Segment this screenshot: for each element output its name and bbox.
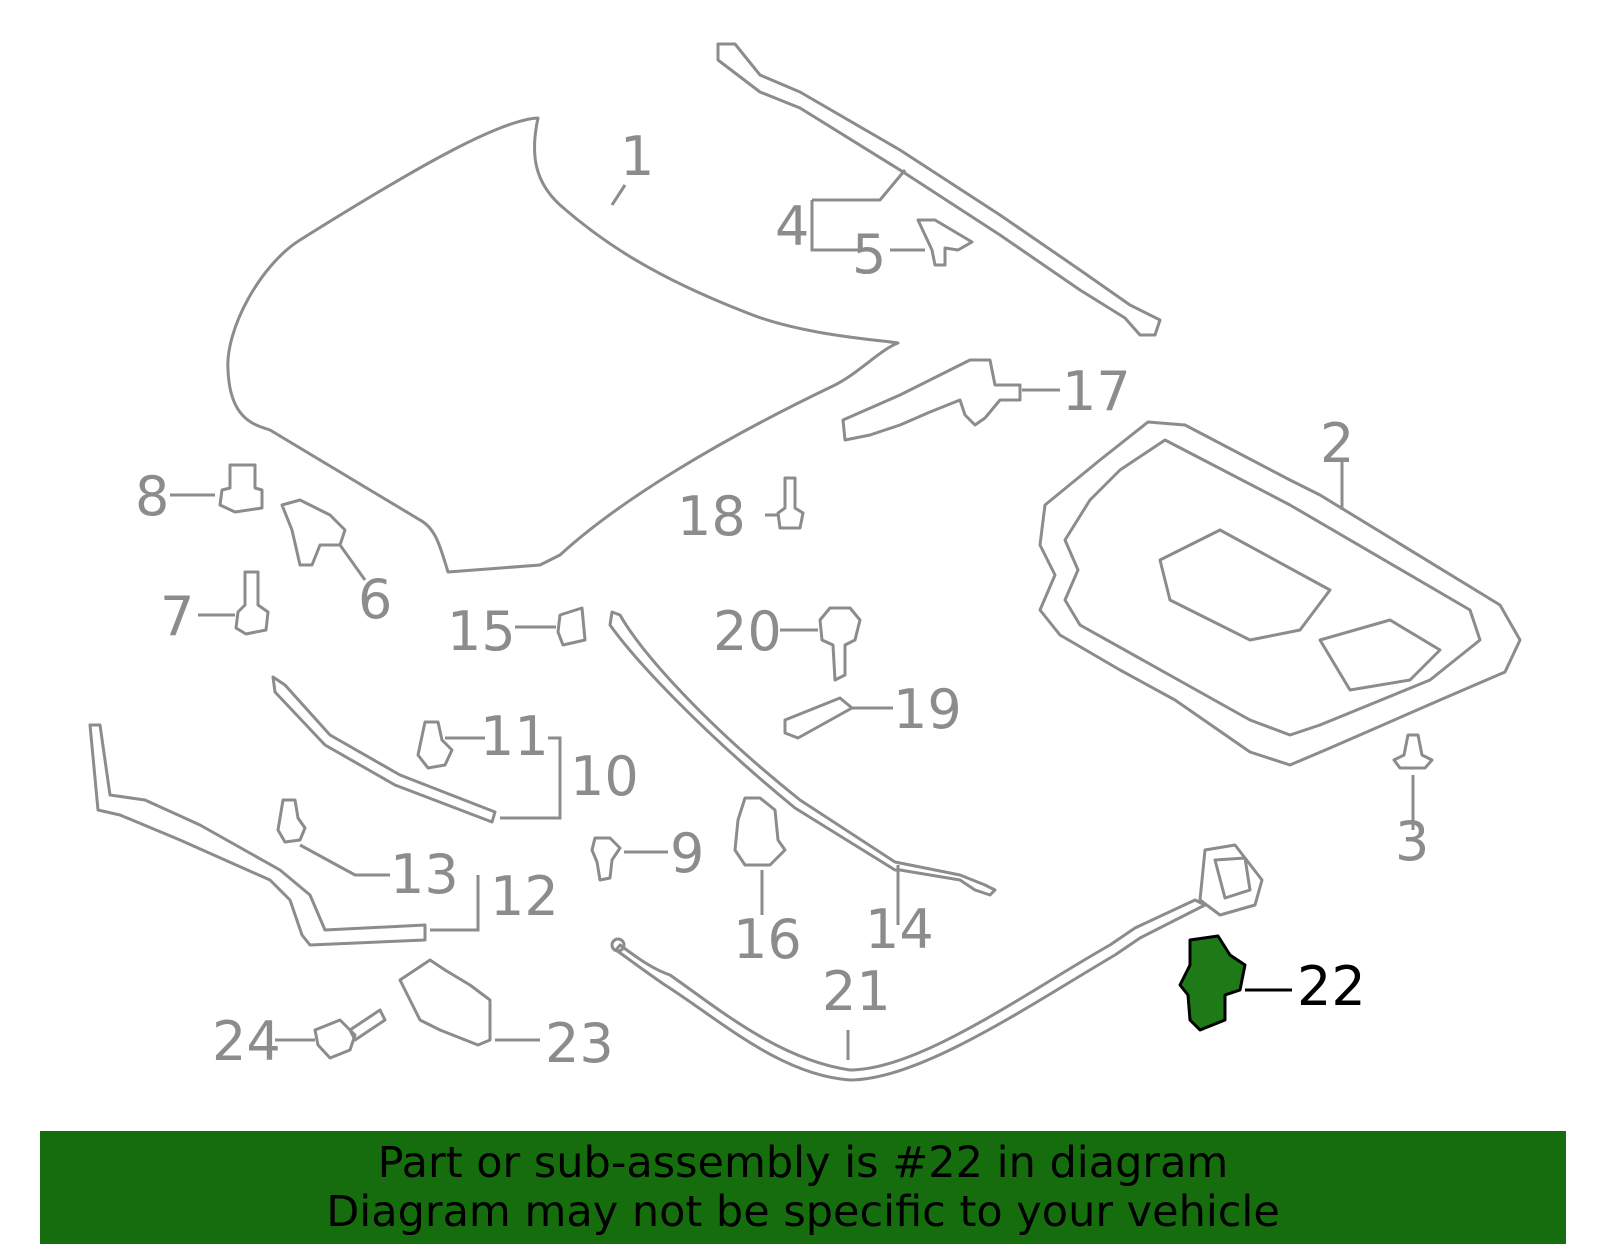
part-16-clip[interactable] [733, 796, 787, 867]
callout-15[interactable]: 15 [447, 600, 516, 663]
part-19-plate[interactable] [783, 696, 854, 740]
banner-line-disclaimer: Diagram may not be specific to your vehi… [326, 1186, 1280, 1237]
callout-13[interactable]: 13 [390, 843, 459, 906]
part-4-seal[interactable] [716, 42, 1162, 337]
callout-2[interactable]: 2 [1320, 412, 1354, 475]
part-7-bolt[interactable] [234, 570, 270, 636]
parts-diagram: 1 2 3 4 5 6 7 8 9 10 11 12 13 14 15 16 1… [88, 42, 1522, 1082]
part-14-rod[interactable] [608, 610, 997, 897]
part-11-clip[interactable] [416, 720, 454, 770]
part-8-bumper[interactable] [218, 463, 264, 514]
callout-19[interactable]: 19 [893, 678, 962, 741]
part-18-bolt[interactable] [776, 476, 805, 530]
part-10-seal[interactable] [271, 675, 497, 824]
callout-8[interactable]: 8 [135, 465, 169, 528]
callout-1[interactable]: 1 [620, 125, 654, 188]
part-3-pin[interactable] [1392, 733, 1434, 770]
callout-11[interactable]: 11 [480, 705, 549, 768]
part-6-bracket[interactable] [280, 498, 347, 567]
callout-3[interactable]: 3 [1395, 810, 1429, 873]
callout-21[interactable]: 21 [822, 960, 891, 1023]
part-15-grommet[interactable] [556, 606, 587, 647]
part-24-bolt[interactable] [313, 1008, 387, 1060]
info-banner: Part or sub-assembly is #22 in diagram D… [40, 1131, 1566, 1244]
callout-14[interactable]: 14 [865, 898, 934, 961]
part-2-insulator[interactable] [1038, 420, 1522, 767]
part-17-hinge[interactable] [841, 358, 1022, 442]
part-20-bolt[interactable] [818, 606, 862, 682]
callout-10[interactable]: 10 [570, 745, 639, 808]
callout-24[interactable]: 24 [212, 1010, 281, 1073]
callout-20[interactable]: 20 [713, 600, 782, 663]
part-13-clip[interactable] [276, 798, 307, 844]
part-23-latch[interactable] [398, 958, 492, 1047]
part-22-latch[interactable] [1178, 934, 1247, 1032]
callout-7[interactable]: 7 [160, 585, 194, 648]
part-12-seal[interactable] [88, 723, 427, 947]
callout-16[interactable]: 16 [733, 908, 802, 971]
callout-9[interactable]: 9 [670, 822, 704, 885]
callout-5[interactable]: 5 [852, 223, 886, 286]
callout-18[interactable]: 18 [677, 485, 746, 548]
part-1-hood[interactable] [226, 116, 900, 574]
part-5-clip[interactable] [916, 218, 974, 267]
callout-23[interactable]: 23 [545, 1012, 614, 1075]
callout-17[interactable]: 17 [1062, 360, 1131, 423]
part-9-clip[interactable] [590, 836, 622, 882]
banner-line-part: Part or sub-assembly is #22 in diagram [377, 1137, 1229, 1188]
callout-4[interactable]: 4 [775, 195, 809, 258]
callout-22[interactable]: 22 [1297, 955, 1366, 1018]
callout-12[interactable]: 12 [490, 865, 559, 928]
callout-6[interactable]: 6 [358, 568, 392, 631]
